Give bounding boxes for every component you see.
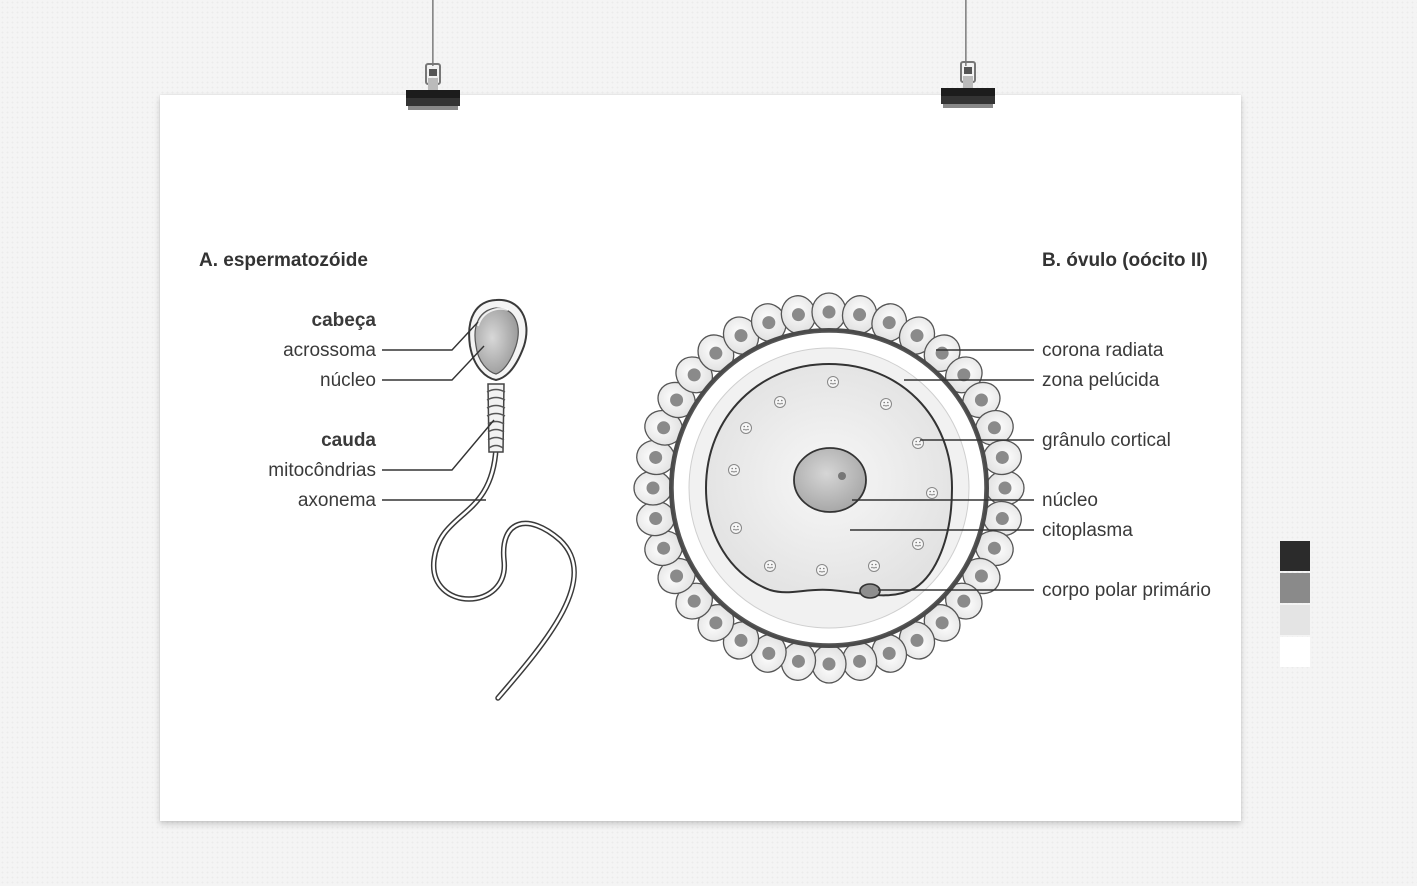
- leader-acrosome: [382, 321, 479, 351]
- cortical-granule: [774, 396, 786, 408]
- label-head-heading: cabeça: [311, 310, 376, 331]
- oocyte-nucleus: [793, 447, 867, 513]
- corona-cell: [697, 603, 735, 642]
- cortical-granule: [880, 398, 892, 410]
- leader-mitochondria: [382, 419, 495, 471]
- sperm-illustration: [382, 298, 577, 701]
- sperm-title: A. espermatozóide: [199, 250, 368, 271]
- cortical-granule: [827, 376, 839, 388]
- label-tail-heading: cauda: [321, 430, 376, 451]
- hanging-wire-right: [965, 0, 967, 66]
- cortical-granule: [912, 538, 924, 550]
- label-ovum-nucleus: núcleo: [1042, 490, 1098, 511]
- label-zona-pellucida: zona pelúcida: [1042, 370, 1160, 391]
- ovum-title: B. óvulo (oócito II): [1042, 250, 1208, 271]
- corona-cell: [811, 644, 847, 684]
- label-axoneme: axonema: [297, 490, 376, 511]
- hanging-wire-left: [432, 0, 434, 66]
- cortical-granules: [728, 376, 938, 576]
- label-corona-radiata: corona radiata: [1042, 340, 1164, 361]
- cortical-granule: [816, 564, 828, 576]
- color-swatch: [1280, 541, 1310, 571]
- ovum-leader-lines: [850, 349, 1034, 591]
- cortical-granule: [764, 560, 776, 572]
- corona-cell: [675, 356, 714, 394]
- color-swatch: [1280, 637, 1310, 667]
- binder-clip-left-icon: [406, 63, 460, 110]
- sperm-head: [468, 298, 528, 382]
- corona-cell: [944, 582, 983, 620]
- label-acrosome: acrossoma: [283, 340, 376, 361]
- label-cytoplasm: citoplasma: [1042, 520, 1133, 541]
- binder-clip-right-icon: [941, 61, 995, 108]
- sperm-midpiece: [486, 383, 506, 453]
- label-polar-body: corpo polar primário: [1042, 580, 1211, 601]
- ovum-illustration: [633, 292, 1034, 684]
- nucleolus: [838, 472, 846, 480]
- sperm-leader-lines: [382, 321, 495, 501]
- cortical-granule: [730, 522, 742, 534]
- cortical-granule: [868, 560, 880, 572]
- color-swatch: [1280, 605, 1310, 635]
- leader-sperm-nucleus: [382, 345, 485, 381]
- corona-cell: [982, 439, 1022, 476]
- cortical-granule: [740, 422, 752, 434]
- corona-cell: [657, 381, 696, 419]
- cortical-granule: [926, 487, 938, 499]
- corona-cell: [722, 621, 760, 660]
- corona-cell: [633, 470, 673, 506]
- cortical-granule: [912, 437, 924, 449]
- corona-cell: [750, 303, 787, 343]
- label-mitochondria: mitocôndrias: [268, 460, 376, 481]
- polar-body: [859, 583, 881, 599]
- corona-radiata-cells: [633, 292, 1025, 684]
- label-cortical-granule: grânulo cortical: [1042, 430, 1171, 451]
- sperm-tail: [431, 445, 577, 701]
- cortical-granule: [728, 464, 740, 476]
- corona-cell: [898, 316, 936, 355]
- color-swatch: [1280, 573, 1310, 603]
- label-sperm-nucleus: núcleo: [320, 370, 376, 391]
- corona-cell: [811, 292, 847, 332]
